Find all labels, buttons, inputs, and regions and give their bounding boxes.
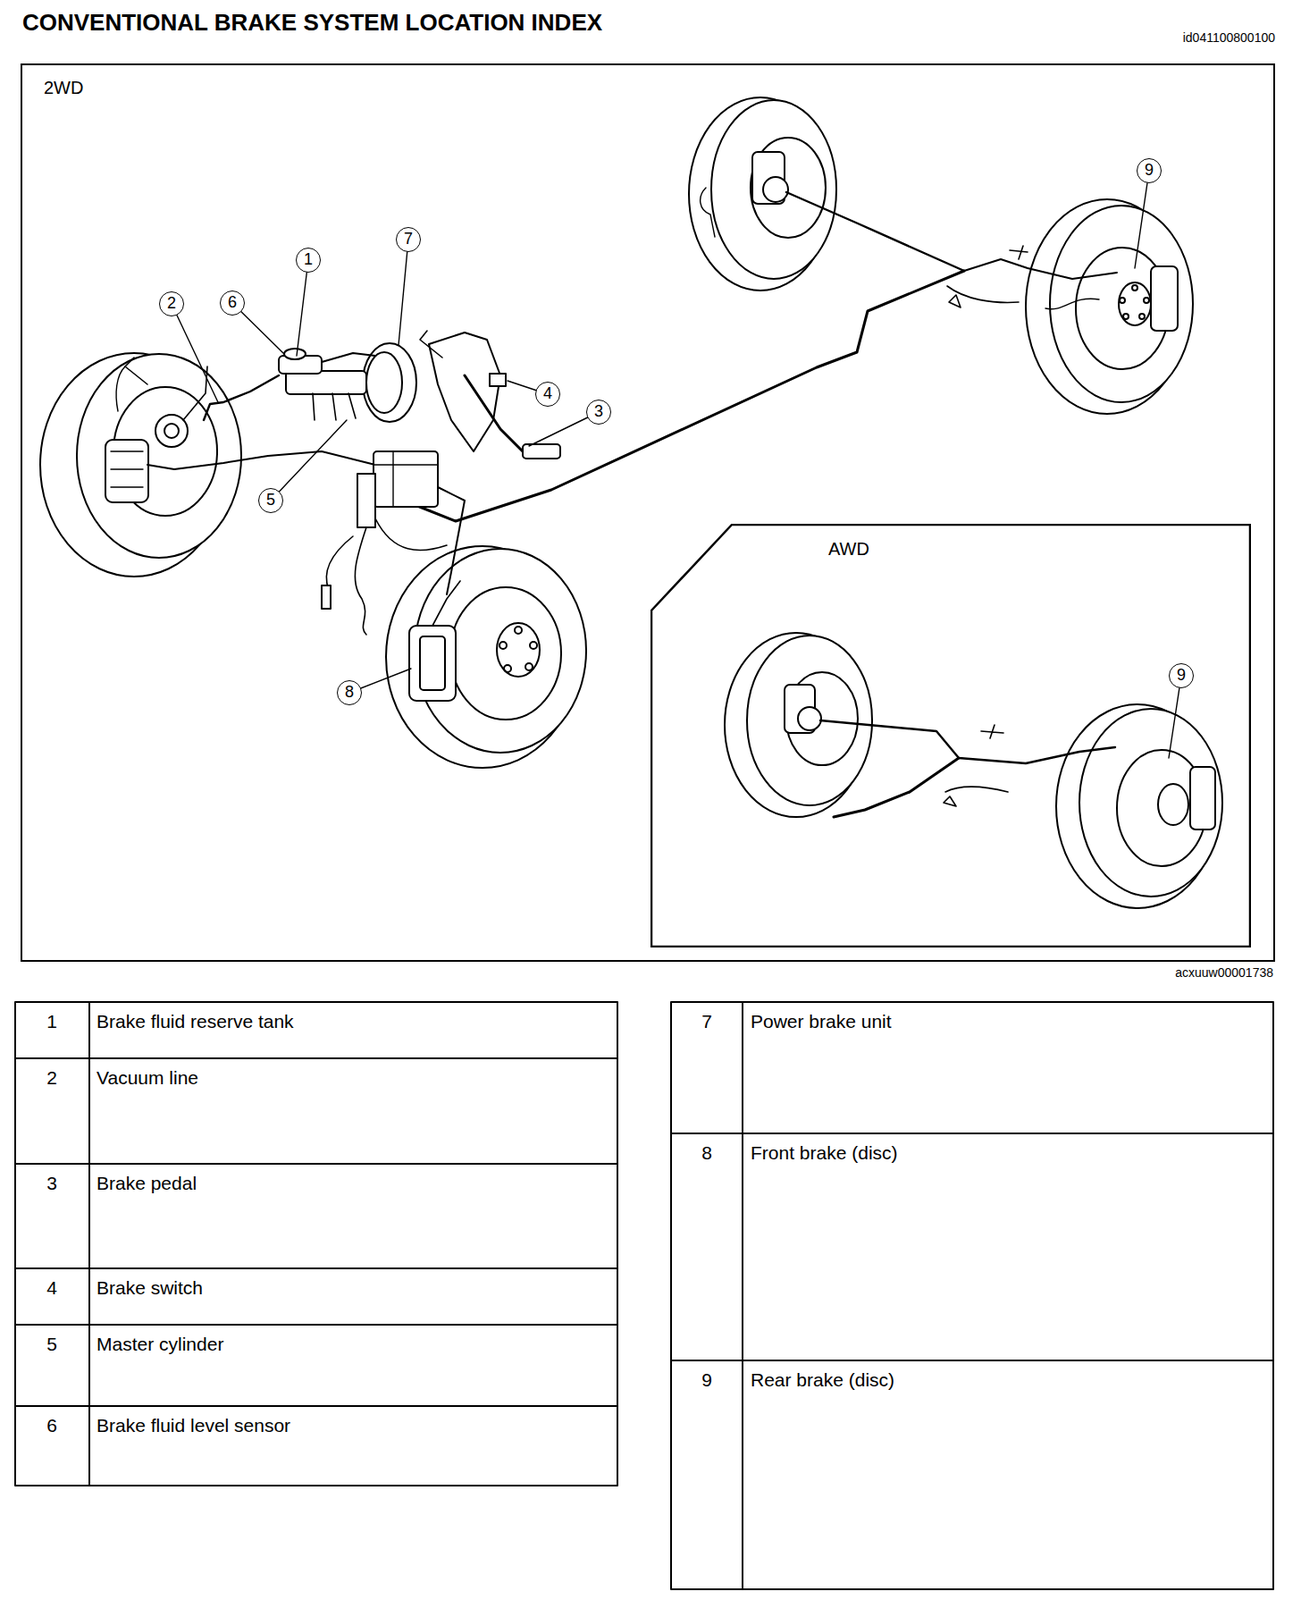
rear-right-wheel xyxy=(1025,199,1193,414)
part-name: Front brake (disc) xyxy=(750,1141,899,1164)
callout-number: 6 xyxy=(219,290,245,316)
diagram-title: CONVENTIONAL BRAKE SYSTEM LOCATION INDEX xyxy=(22,8,603,37)
callout-number: 3 xyxy=(586,399,612,425)
table-item-number: 1 xyxy=(33,1010,70,1033)
part-name: Vacuum line xyxy=(96,1066,199,1089)
frame-heading: AWD xyxy=(828,538,870,560)
table-item-number: 5 xyxy=(33,1333,70,1355)
callout-number: 7 xyxy=(395,226,421,252)
callout-number: 2 xyxy=(159,291,185,317)
part-name: Brake pedal xyxy=(96,1172,197,1194)
document-id: id041100800100 xyxy=(1183,30,1276,45)
brake-pedal-assembly xyxy=(419,330,561,459)
callout-number: 1 xyxy=(295,247,321,273)
callout-number: 9 xyxy=(1168,663,1194,689)
awd-rear-left-wheel xyxy=(724,632,873,817)
awd-rear-right-wheel xyxy=(1056,704,1223,908)
hydraulic-unit xyxy=(321,451,465,635)
table-item-number: 8 xyxy=(688,1141,725,1164)
table-item-number: 9 xyxy=(688,1368,725,1391)
table-item-number: 3 xyxy=(33,1172,70,1194)
figure-code: acxuuw00001738 xyxy=(1175,965,1274,980)
parts-table-grid xyxy=(15,1001,1274,1589)
table-item-number: 2 xyxy=(33,1066,70,1089)
callout-number: 9 xyxy=(1136,158,1162,184)
table-item-number: 4 xyxy=(33,1276,70,1299)
part-name: Power brake unit xyxy=(750,1010,892,1033)
callout-number: 5 xyxy=(258,487,284,513)
part-name: Rear brake (disc) xyxy=(750,1368,895,1391)
rear-left-wheel xyxy=(688,97,837,291)
awd-inset: AWD xyxy=(650,523,1251,948)
awd-inset-outline xyxy=(650,523,1251,948)
front-right-wheel xyxy=(386,545,587,768)
main-frame: 2WD AWD xyxy=(20,63,1276,962)
part-name: Brake fluid reserve tank xyxy=(96,1010,294,1033)
table-item-number: 7 xyxy=(688,1010,725,1033)
callout-number: 8 xyxy=(336,679,362,706)
table-item-number: 6 xyxy=(33,1414,70,1436)
frame-heading: 2WD xyxy=(43,77,84,99)
callout-number: 4 xyxy=(535,381,561,407)
part-name: Brake fluid level sensor xyxy=(96,1414,291,1436)
part-name: Brake switch xyxy=(96,1276,203,1299)
part-name: Master cylinder xyxy=(96,1333,224,1355)
power-brake-unit xyxy=(278,343,417,422)
